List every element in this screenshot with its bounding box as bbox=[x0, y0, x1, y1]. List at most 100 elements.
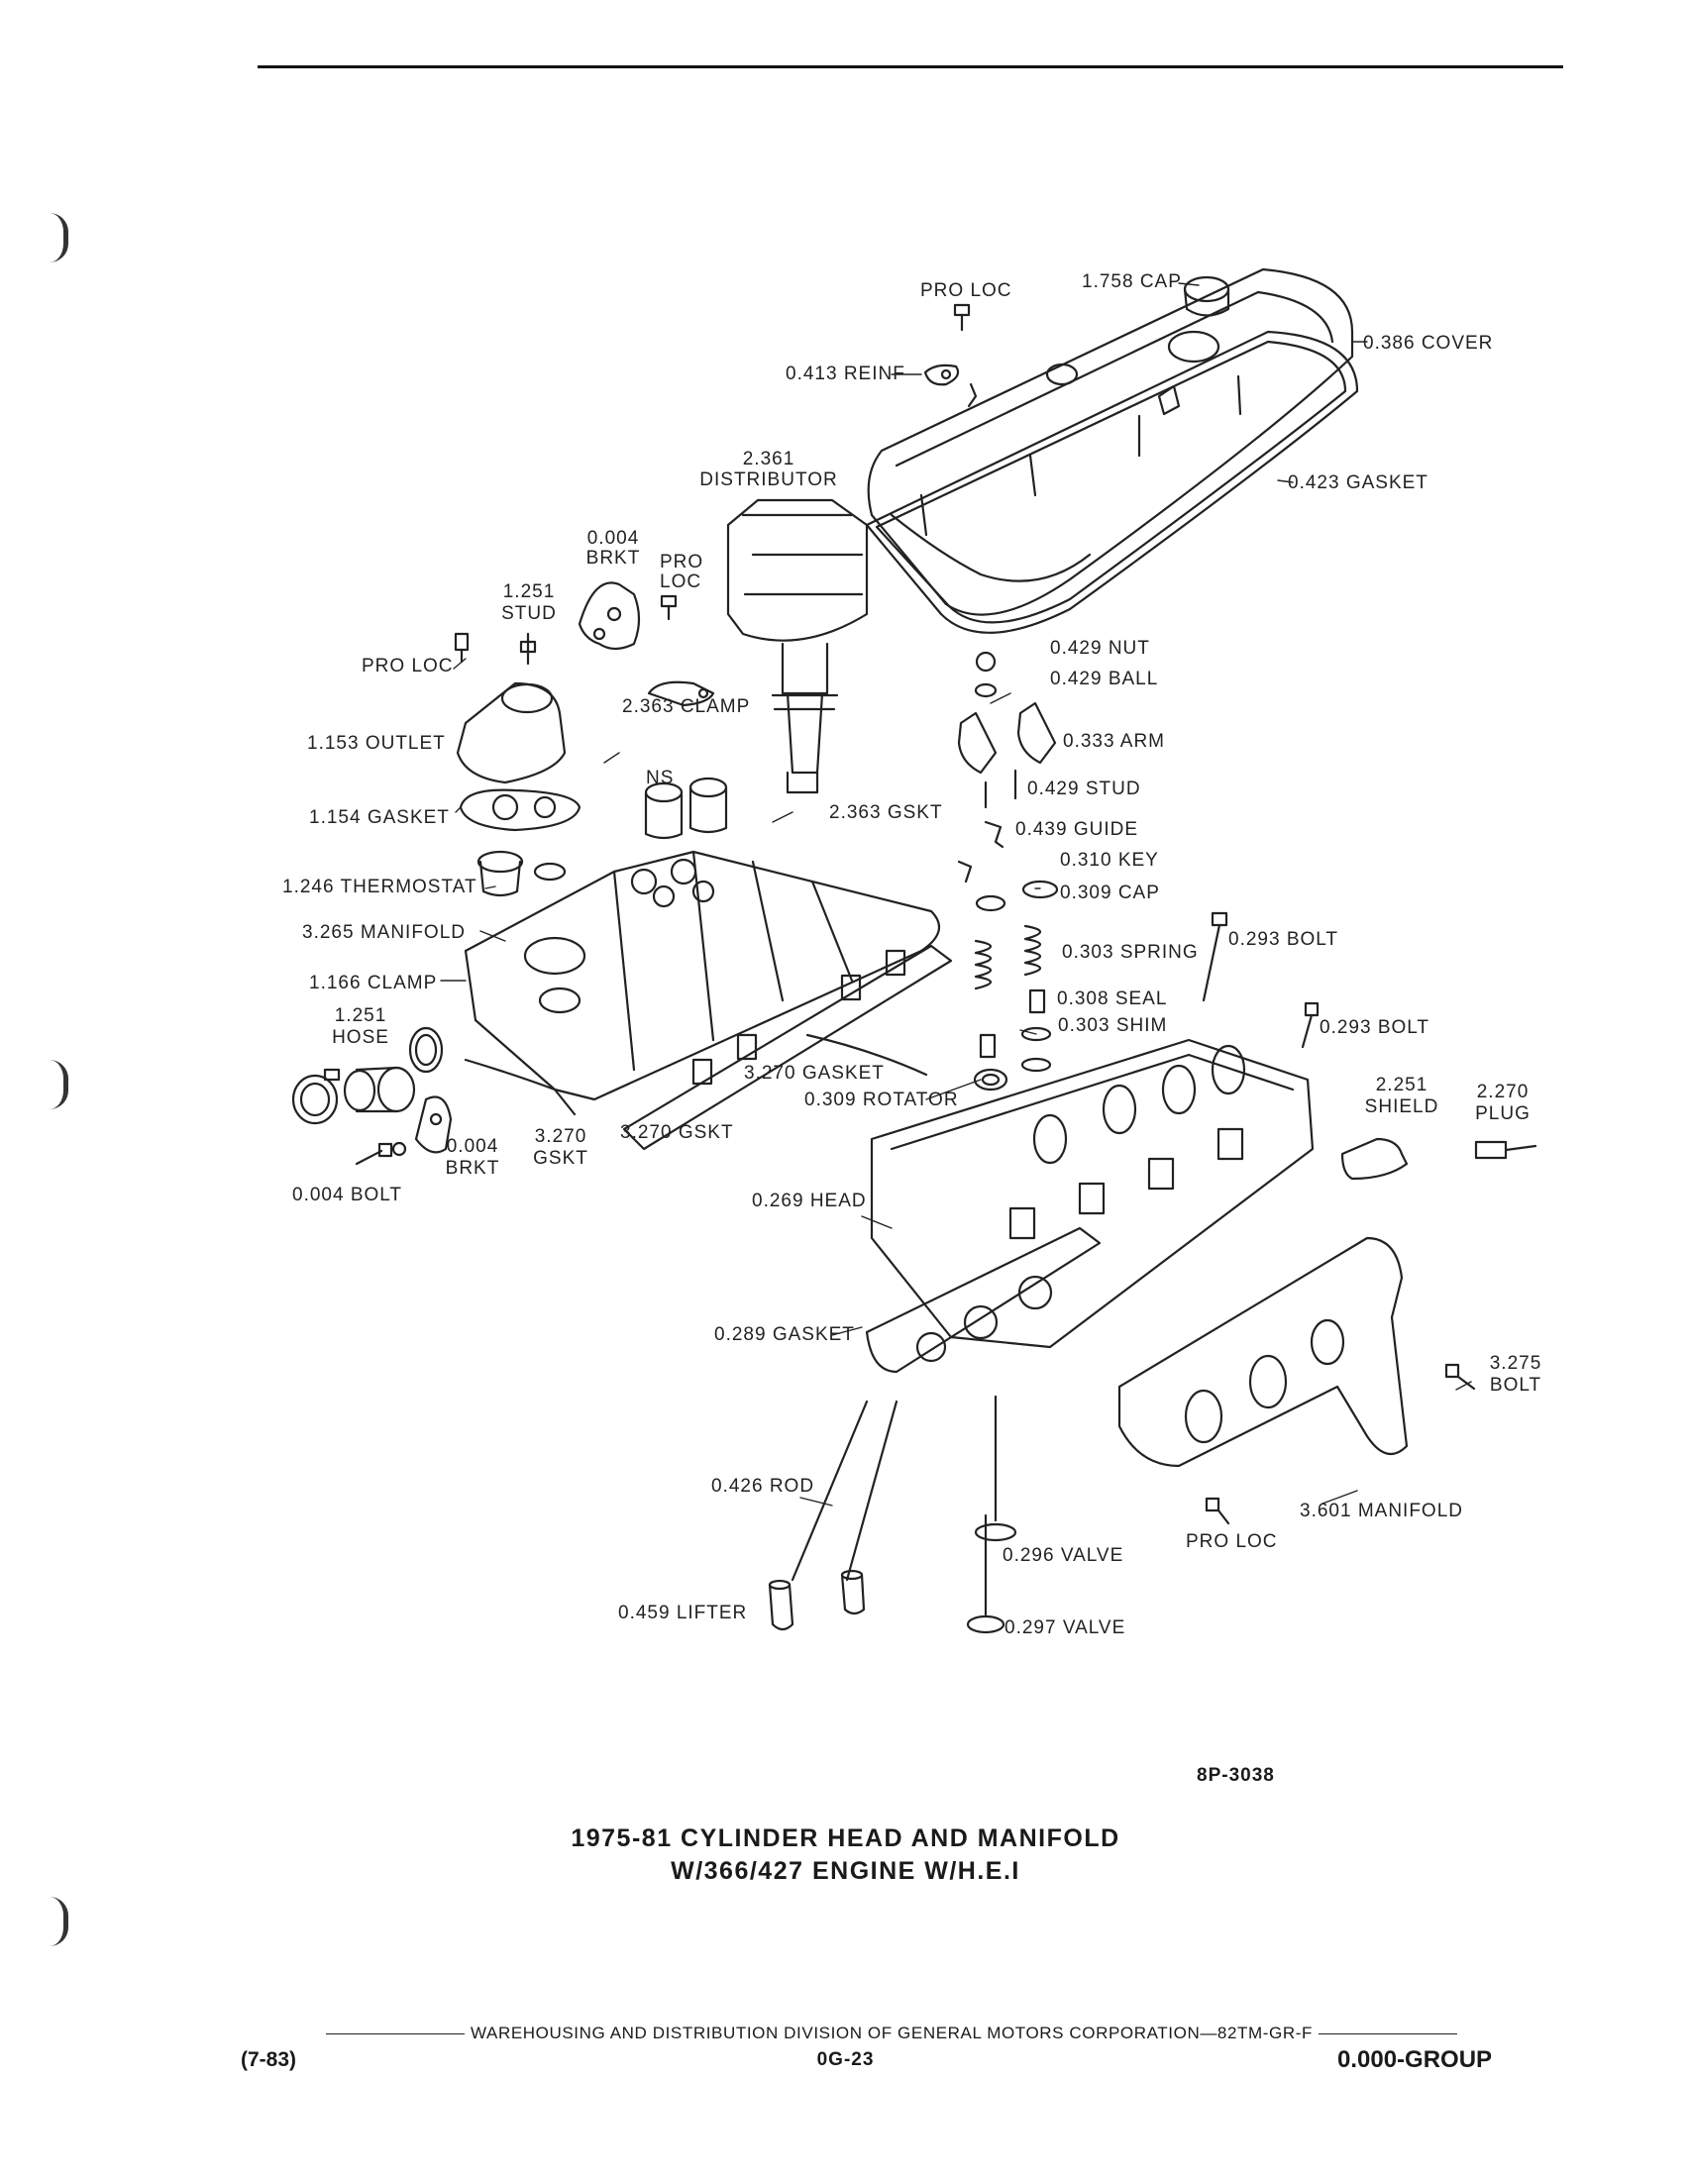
label-stud-1251-name: STUD bbox=[501, 603, 557, 624]
footer-rule-left bbox=[326, 2033, 465, 2035]
label-hose-1251-name: HOSE bbox=[332, 1027, 389, 1048]
label-pro-loc-left: PRO LOC bbox=[362, 656, 454, 676]
footer-group: 0.000-GROUP bbox=[1337, 2046, 1493, 2073]
label-thermostat-1246: 1.246 THERMOSTAT bbox=[282, 877, 477, 897]
label-brkt-0004b-number: 0.004 bbox=[446, 1136, 499, 1157]
pro-loc-bolt-left-drawing bbox=[454, 632, 470, 664]
binder-hole-bottom bbox=[50, 1897, 68, 1946]
footer-division-line: WAREHOUSING AND DISTRIBUTION DIVISION OF… bbox=[258, 2024, 1526, 2043]
label-gskt-2363: 2.363 GSKT bbox=[829, 802, 943, 823]
label-gskt-3270a-number: 3.270 bbox=[534, 1126, 587, 1147]
label-brkt-0004b-name: BRKT bbox=[445, 1158, 500, 1179]
lower-bracket-drawing bbox=[391, 1095, 453, 1157]
head-bolt-short-drawing bbox=[1301, 1001, 1320, 1049]
label-reinf-0413: 0.413 REINF bbox=[786, 364, 905, 384]
label-gasket-0423: 0.423 GASKET bbox=[1288, 472, 1428, 493]
outlet-drawing bbox=[456, 681, 567, 784]
footer-date: (7-83) bbox=[241, 2048, 297, 2071]
cylinder-head-drawing bbox=[870, 1038, 1315, 1349]
lifter-drawing bbox=[768, 1569, 866, 1631]
label-spring-0303: 0.303 SPRING bbox=[1062, 942, 1199, 963]
label-guide-0439: 0.439 GUIDE bbox=[1015, 819, 1138, 840]
label-gskt-3270a-name: GSKT bbox=[533, 1148, 588, 1169]
bolt-0004-drawing bbox=[355, 1142, 393, 1166]
distributor-drawing bbox=[726, 498, 869, 794]
spark-plug-drawing bbox=[1474, 1140, 1537, 1160]
head-gasket-drawing bbox=[865, 1226, 1102, 1374]
label-bolt-3275-name: BOLT bbox=[1489, 1375, 1542, 1396]
footer-page-number: 0G-23 bbox=[816, 2049, 875, 2070]
footer-rule-right bbox=[1318, 2033, 1457, 2035]
label-stud-1251-number: 1.251 bbox=[502, 581, 556, 602]
label-outlet-1153: 1.153 OUTLET bbox=[307, 733, 446, 754]
label-pro-loc-mid-1: PRO bbox=[660, 552, 704, 572]
label-cover-0386: 0.386 COVER bbox=[1363, 333, 1494, 354]
pro-loc-bolt-mid-drawing bbox=[660, 594, 678, 621]
label-rod-0426: 0.426 ROD bbox=[711, 1476, 815, 1497]
outlet-gasket-drawing bbox=[459, 788, 581, 832]
valve-seal-drawing bbox=[979, 988, 1046, 1059]
nut-drawing bbox=[975, 651, 997, 673]
valve-spring-drawing bbox=[974, 924, 1042, 990]
label-plug-2270-number: 2.270 bbox=[1476, 1082, 1530, 1102]
shield-drawing bbox=[1340, 1137, 1409, 1181]
figure-title-line-2: W/366/427 ENGINE W/H.E.I bbox=[671, 1857, 1020, 1885]
guide-drawing bbox=[957, 820, 1004, 884]
cover-gasket-drawing bbox=[865, 330, 1359, 634]
label-shield-2251-number: 2.251 bbox=[1375, 1075, 1428, 1095]
thermostat-drawing bbox=[476, 850, 567, 897]
valve-0296-drawing bbox=[974, 1395, 1017, 1542]
spring-cap-drawing bbox=[975, 880, 1059, 912]
header-rule bbox=[258, 65, 1563, 68]
stud-drawing bbox=[519, 632, 537, 666]
ns-sleeves-drawing bbox=[644, 777, 728, 840]
label-valve-0296: 0.296 VALVE bbox=[1003, 1545, 1124, 1566]
label-distributor-name: DISTRIBUTOR bbox=[699, 469, 838, 490]
label-seal-0308: 0.308 SEAL bbox=[1057, 988, 1168, 1009]
push-rod-drawing bbox=[791, 1400, 898, 1582]
valve-0297-drawing bbox=[966, 1513, 1005, 1634]
label-ns: NS bbox=[646, 768, 675, 788]
label-head-0269: 0.269 HEAD bbox=[752, 1191, 867, 1211]
binder-hole-middle bbox=[50, 1060, 68, 1109]
reinforcement-drawing bbox=[923, 364, 978, 408]
pro-loc-bolt-top-drawing bbox=[953, 303, 971, 332]
label-shield-2251-name: SHIELD bbox=[1364, 1096, 1439, 1117]
binder-hole-top bbox=[50, 213, 68, 262]
bolt-3275-drawing bbox=[1444, 1363, 1476, 1391]
label-gskt-3270b: 3.270 GSKT bbox=[620, 1122, 734, 1143]
label-cap-0309: 0.309 CAP bbox=[1060, 883, 1160, 903]
label-plug-2270-name: PLUG bbox=[1475, 1103, 1531, 1124]
rotator-drawing bbox=[973, 1068, 1008, 1092]
footer-division-text: WAREHOUSING AND DISTRIBUTION DIVISION OF… bbox=[471, 2024, 1313, 2042]
label-gasket-3270: 3.270 GASKET bbox=[744, 1063, 885, 1084]
bracket-drawing bbox=[578, 581, 641, 651]
gskt-strip-a-drawing bbox=[464, 1058, 577, 1116]
label-bolt-3275-number: 3.275 bbox=[1489, 1353, 1542, 1374]
label-ball-0429: 0.429 BALL bbox=[1050, 669, 1159, 689]
label-bolt-0293-b: 0.293 BOLT bbox=[1320, 1017, 1430, 1038]
pro-loc-bolt-bottom-drawing bbox=[1205, 1497, 1230, 1525]
rocker-arm-drawing bbox=[957, 701, 1057, 775]
label-rotator-0309: 0.309 ROTATOR bbox=[804, 1090, 959, 1110]
label-pro-loc-top: PRO LOC bbox=[920, 280, 1012, 301]
clamp-1166-drawing bbox=[408, 1026, 444, 1074]
hose-drawing bbox=[343, 1066, 416, 1113]
label-gasket-0289: 0.289 GASKET bbox=[714, 1324, 855, 1345]
figure-code: 8P-3038 bbox=[1197, 1765, 1275, 1786]
label-hose-1251-number: 1.251 bbox=[334, 1005, 387, 1026]
gskt-strip-b-drawing bbox=[805, 1033, 928, 1077]
exhaust-manifold-drawing bbox=[1117, 1236, 1409, 1468]
label-shim-0303: 0.303 SHIM bbox=[1058, 1015, 1168, 1036]
label-distributor-number: 2.361 bbox=[742, 449, 795, 469]
head-bolt-long-drawing bbox=[1202, 911, 1228, 1002]
label-key-0310: 0.310 KEY bbox=[1060, 850, 1159, 871]
label-bolt-0293-a: 0.293 BOLT bbox=[1228, 929, 1339, 950]
label-brkt-name: BRKT bbox=[585, 548, 641, 569]
label-gasket-1154: 1.154 GASKET bbox=[309, 807, 450, 828]
figure-title-line-1: 1975-81 CYLINDER HEAD AND MANIFOLD bbox=[571, 1824, 1120, 1852]
leader-lines bbox=[440, 282, 1472, 1507]
shim-drawing bbox=[1020, 1026, 1052, 1073]
label-arm-0333: 0.333 ARM bbox=[1063, 731, 1165, 752]
